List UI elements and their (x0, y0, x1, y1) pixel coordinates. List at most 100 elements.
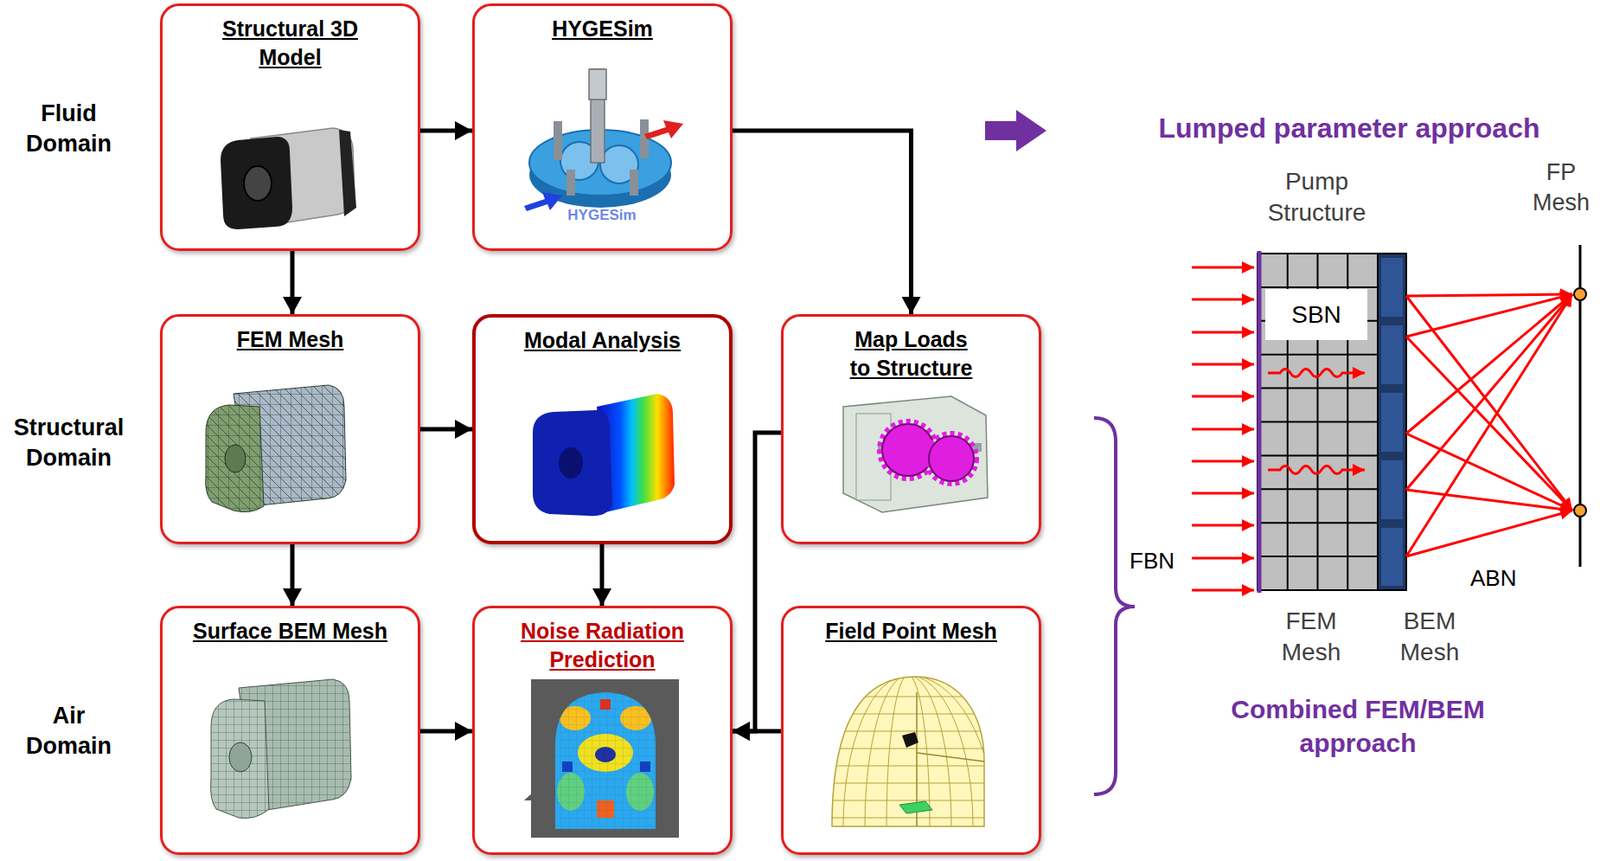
label-slot: Lumped parameter approach (1115, 110, 1583, 148)
fem-mesh-picture (205, 384, 346, 512)
label-slot: Pump Structure (1236, 166, 1397, 230)
block-arrow (985, 109, 1047, 152)
boundary-line (1257, 250, 1262, 593)
radiation-line (1406, 295, 1573, 511)
load-arrow (1191, 460, 1255, 463)
process-box: FEM Mesh (160, 313, 421, 544)
part-label: BEM Mesh (1386, 605, 1473, 669)
gear-teeth (926, 433, 977, 484)
wave-arrow (1267, 466, 1365, 474)
noise-dome (553, 690, 658, 831)
grid-line (821, 696, 995, 818)
section-heading: Lumped parameter approach (1115, 110, 1583, 148)
process-box: Structural 3D Model (160, 3, 421, 251)
grid-line (843, 674, 973, 861)
flow-arrow (420, 729, 473, 734)
label-slot: FP Mesh (1526, 157, 1596, 218)
wave-arrow (1267, 369, 1365, 378)
radiation-lines (1406, 294, 1573, 557)
field-point (1574, 504, 1587, 517)
pump-model (220, 128, 357, 230)
label-slot: Air Domain (10, 700, 128, 762)
radiation-line (1406, 510, 1573, 557)
label-slot: FBN (1129, 546, 1184, 576)
source-object (902, 731, 919, 748)
flow-arrow (732, 130, 912, 314)
domain-label: Air Domain (10, 700, 128, 762)
label-slot: HYGESim (550, 205, 654, 225)
load-arrow (1191, 266, 1255, 269)
mesh-hole (229, 742, 252, 772)
label-slot: BEM Mesh (1386, 605, 1473, 669)
load-arrow (1191, 524, 1255, 527)
grid-line (864, 674, 952, 861)
pump-rear-plate (339, 129, 357, 217)
label-slot: Structural Domain (10, 412, 128, 474)
fem-grid-lines (1257, 253, 1378, 590)
box-heading: Field Point Mesh (825, 616, 998, 646)
bem-element (1381, 460, 1403, 519)
curly-brace (1094, 417, 1135, 794)
noise-map-picture (524, 678, 679, 838)
fem-grid (1257, 253, 1378, 590)
grid-line (821, 674, 995, 861)
load-arrow (1191, 588, 1255, 592)
network-label: FBN (1129, 546, 1184, 576)
bem-element (1381, 257, 1403, 317)
label-slot: Fluid Domain (10, 98, 128, 160)
radiation-line (1406, 294, 1573, 557)
floor-plate (899, 800, 933, 813)
process-box: Noise Radiation Prediction (472, 605, 733, 855)
label-slot: ABN (1470, 563, 1524, 594)
flow-arrow (732, 432, 781, 731)
logo-text: HYGESim (550, 205, 654, 225)
stud (553, 121, 563, 160)
mode-shape-hole (558, 447, 583, 479)
mesh-hole (224, 444, 246, 473)
bem-element (1381, 325, 1403, 384)
field-grid (821, 674, 995, 861)
mesh-flange (205, 404, 264, 512)
box-heading: Surface BEM Mesh (192, 616, 388, 646)
radiation-line (1406, 294, 1573, 434)
load-map-picture (843, 396, 988, 512)
bem-element (1381, 527, 1403, 586)
box-heading: FEM Mesh (236, 325, 345, 354)
network-name: SBN (1291, 300, 1342, 330)
field-dome (832, 676, 985, 826)
bem-element (1381, 392, 1403, 452)
radiation-line (1406, 433, 1573, 511)
box-heading: HYGESim (551, 14, 653, 44)
box-heading: Map Loads to Structure (846, 325, 977, 382)
load-arrow (1191, 298, 1255, 301)
mesh-flange (211, 698, 269, 819)
flow-arrow (290, 544, 295, 606)
load-arrow (1191, 492, 1255, 495)
outlet-arrow (644, 120, 684, 140)
mode-shape-flange (532, 409, 613, 516)
grid-line (886, 674, 930, 861)
modal-picture (532, 393, 675, 516)
load-arrow (1191, 395, 1255, 398)
process-box: HYGESim (472, 3, 733, 251)
result-ground (531, 678, 679, 838)
flow-arrow (420, 128, 473, 134)
radiation-line (1406, 294, 1573, 296)
load-arrow (1191, 363, 1255, 366)
network-box: SBN (1265, 288, 1368, 340)
flow-arrow (732, 729, 781, 734)
inlet-arrow (524, 192, 563, 212)
process-box: Field Point Mesh (780, 605, 1042, 855)
network-label: ABN (1470, 563, 1524, 594)
radiation-line (1406, 489, 1573, 511)
box-heading: Structural 3D Model (217, 14, 365, 71)
stud (629, 169, 639, 196)
housing (843, 396, 988, 512)
load-arrow (1191, 556, 1255, 560)
load-arrow (1191, 428, 1255, 431)
field-point-picture (821, 674, 995, 861)
load-arrow (1191, 331, 1255, 334)
pump-flange (220, 136, 293, 230)
